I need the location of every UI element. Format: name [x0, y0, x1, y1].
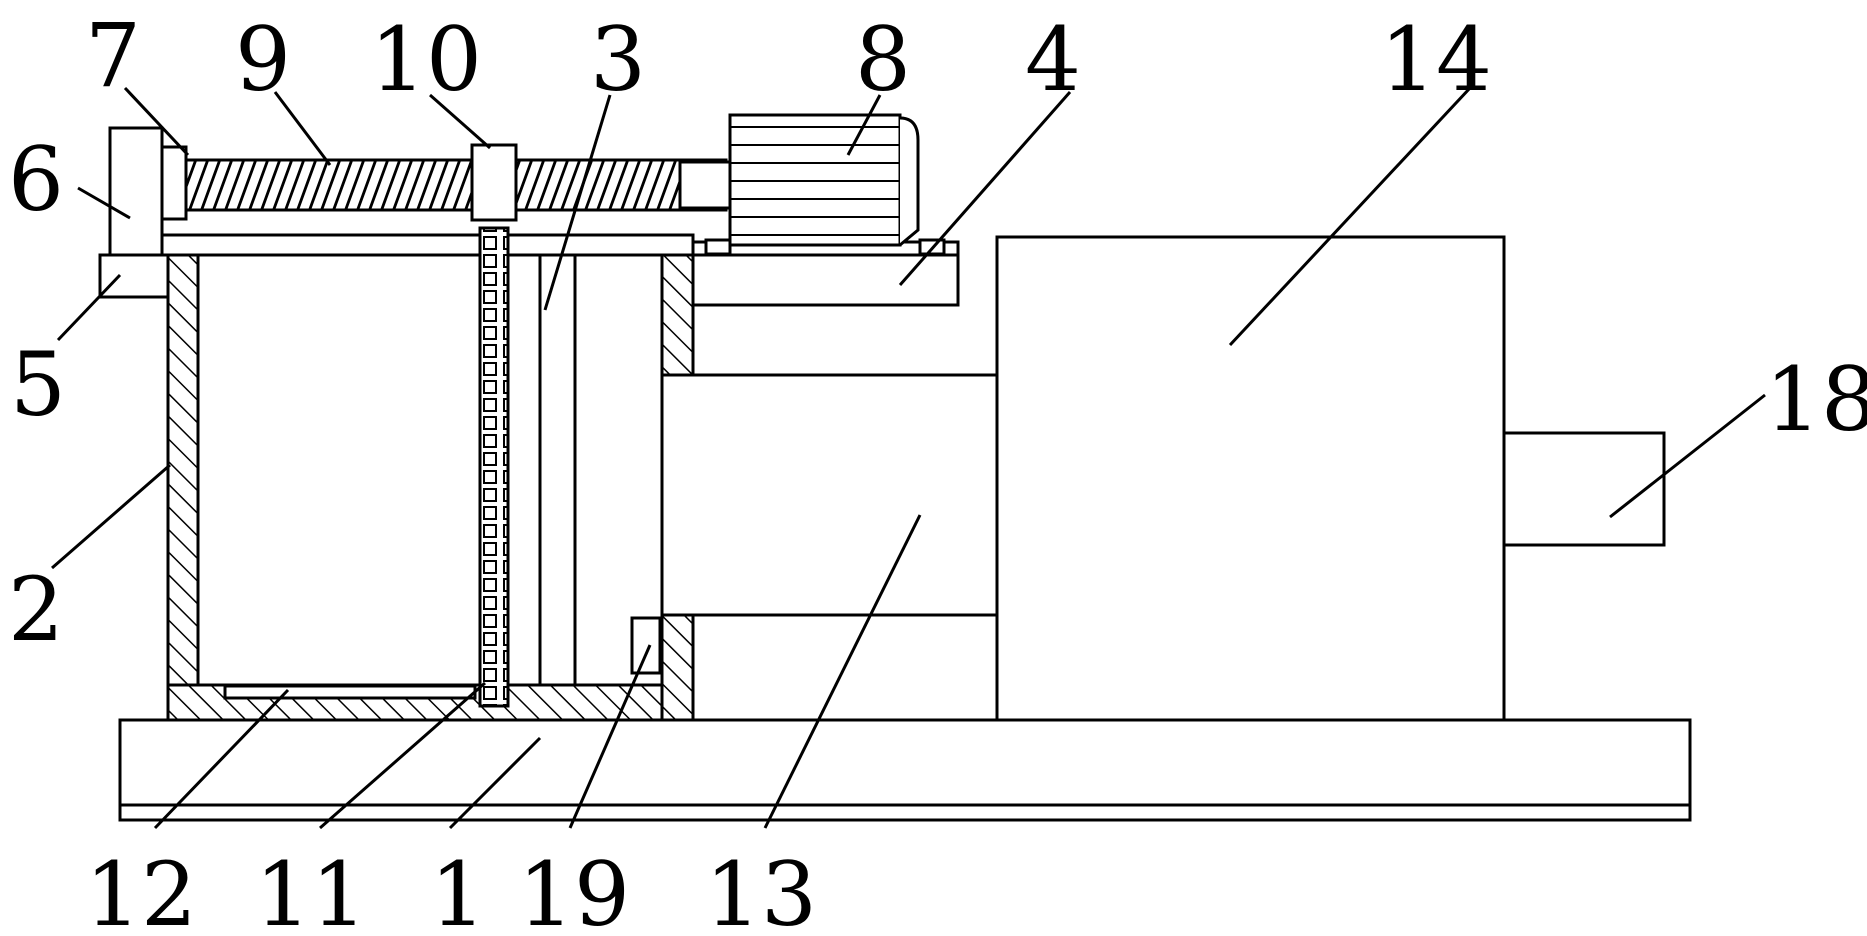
housing-14: [995, 235, 1506, 722]
label-18: 18: [1765, 348, 1867, 451]
outlet-18: [1502, 431, 1666, 547]
frame-wall-left: [166, 253, 200, 722]
label-10: 10: [370, 8, 482, 111]
label-9: 9: [235, 8, 291, 111]
label-2: 2: [8, 558, 64, 661]
label-1: 1: [430, 843, 486, 936]
leader-lines: [51, 86, 1766, 830]
label-5: 5: [10, 333, 66, 436]
bottom-plate-12: [223, 684, 477, 700]
label-14: 14: [1380, 8, 1492, 111]
bearing-7: [160, 145, 188, 221]
inner-chamber: [198, 253, 664, 687]
label-7: 7: [85, 4, 141, 107]
sensor-19: [630, 616, 662, 675]
label-3: 3: [590, 8, 646, 111]
label-19: 19: [518, 843, 630, 936]
sliding-plate-3: [538, 255, 577, 685]
support-block-5: [98, 253, 170, 299]
label-11: 11: [255, 843, 367, 936]
connector-13: [660, 373, 999, 617]
nut-10: [470, 143, 518, 222]
bearing-seat-6: [108, 126, 164, 257]
label-12: 12: [85, 843, 197, 936]
top-bar: [118, 233, 695, 257]
rack-11: [478, 226, 510, 708]
label-6: 6: [8, 128, 64, 231]
label-4: 4: [1025, 8, 1081, 111]
base-plate: [118, 718, 1692, 822]
motor-mount-4: [691, 240, 960, 307]
label-8: 8: [855, 8, 911, 111]
motor-8: [704, 113, 946, 256]
label-13: 13: [705, 843, 817, 936]
screw-rod-9: [184, 158, 732, 212]
